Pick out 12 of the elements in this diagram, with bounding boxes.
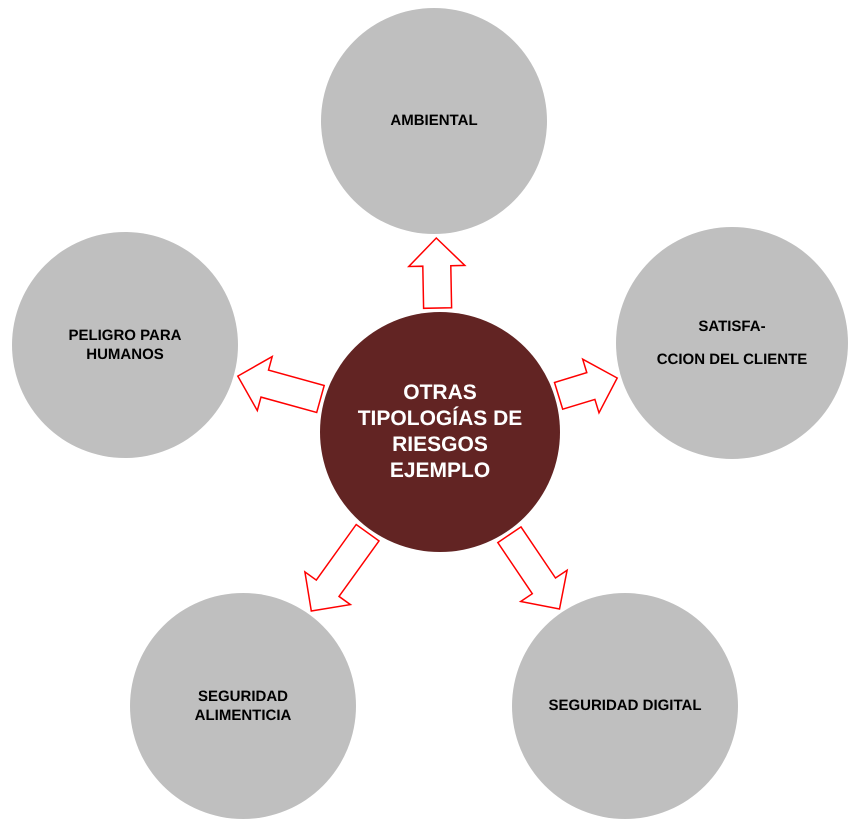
block-arrow xyxy=(496,526,568,610)
block-arrow xyxy=(407,236,467,310)
node-label: SEGURIDAD ALIMENTICIA xyxy=(194,686,292,726)
node-label: SEGURIDAD DIGITAL xyxy=(548,696,702,716)
node-label: CCION DEL CLIENTE xyxy=(656,350,808,370)
block-arrow xyxy=(236,355,326,414)
node-label: AMBIENTAL xyxy=(390,111,478,131)
node-label: PELIGRO PARA HUMANOS xyxy=(67,326,183,364)
block-arrow xyxy=(554,358,618,415)
node-label: SATISFA- xyxy=(698,316,766,336)
block-arrow xyxy=(304,523,380,612)
node-label: OTRAS TIPOLOGÍAS DE RIESGOS EJEMPLO xyxy=(356,380,524,484)
